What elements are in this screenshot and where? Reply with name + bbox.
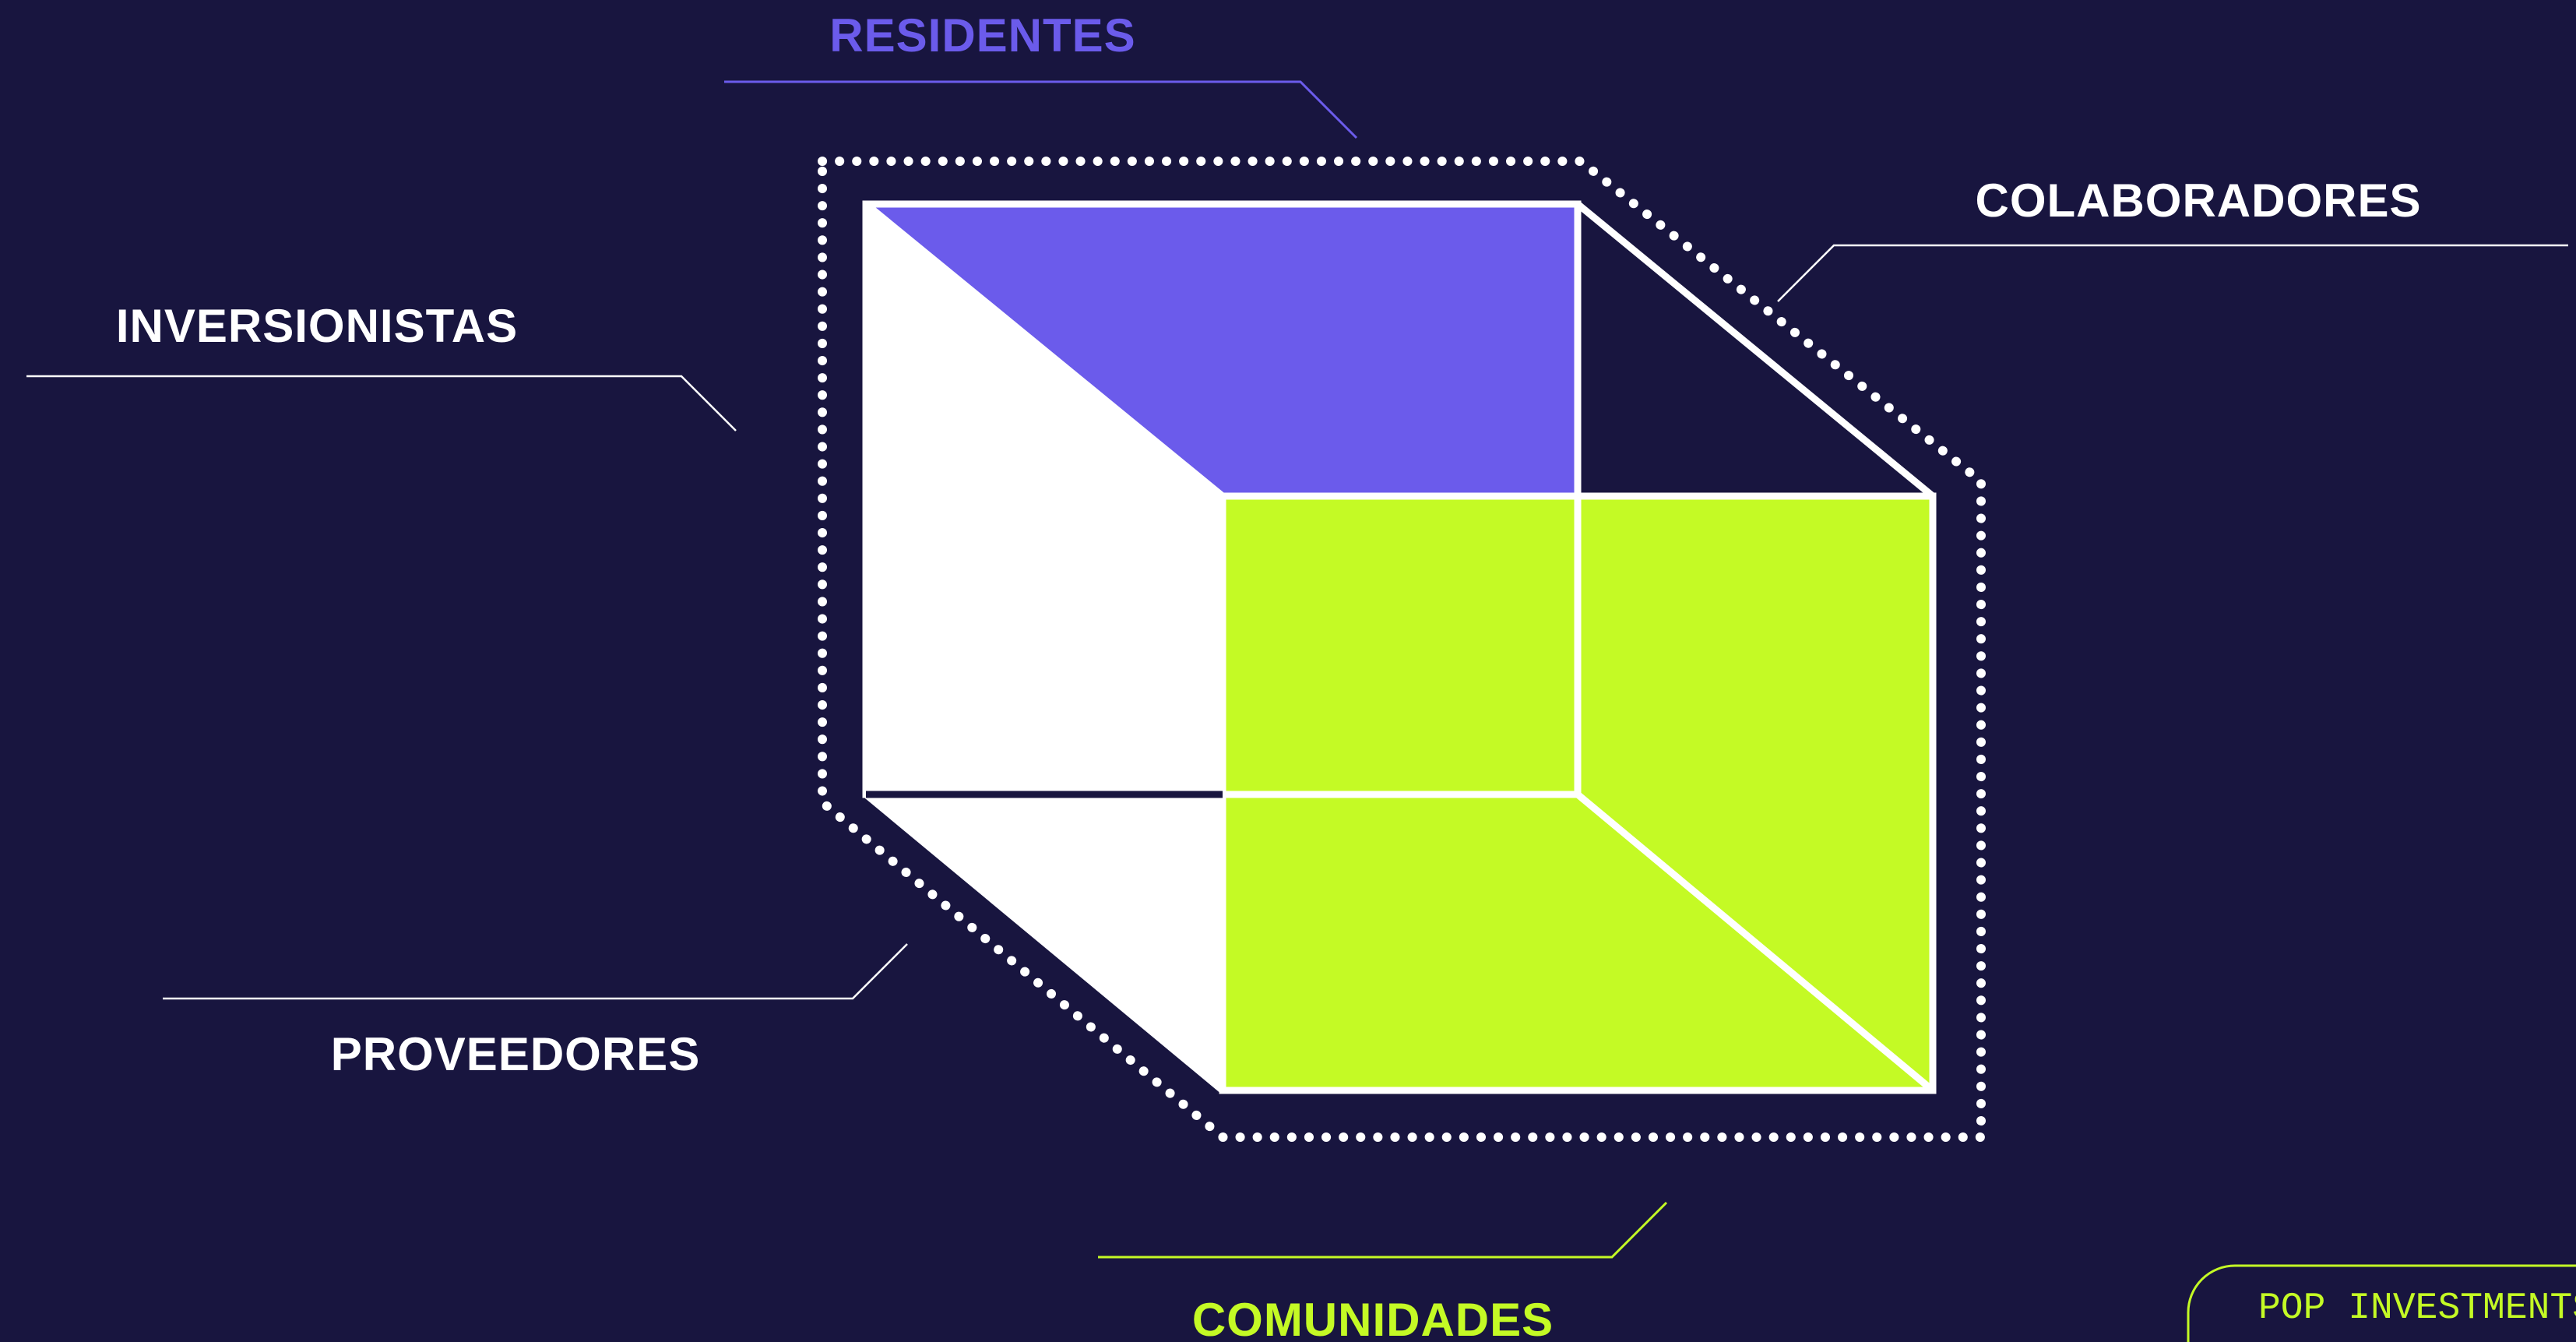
dotted-outline [818,157,1986,1142]
label-proveedores: PROVEEDORES [331,1028,700,1080]
comunidades-leader-line [1098,1201,1668,1259]
edge-bottom-right [1575,791,1935,1094]
top-face-purple [866,204,1578,496]
proveedores-leader-line [163,943,908,1000]
edge-top-left [864,201,1225,499]
label-residentes: RESIDENTES [829,9,1135,62]
pop-investments-badge-outline [2187,1264,2576,1342]
residentes-leader-line [724,80,1358,139]
edge-top-right [1575,201,1935,499]
cube-edges [862,200,1937,1094]
label-colaboradores: COLABORADORES [1975,174,2421,227]
label-inversionistas: INVERSIONISTAS [116,300,518,352]
label-comunidades: COMUNIDADES [1192,1294,1554,1342]
pop-investments-badge-text: POP INVESTMENTS [2258,1287,2576,1330]
colaboradores-leader-line [1777,244,2568,302]
edge-bottom-left [864,791,1225,1094]
inversionistas-leader-line [26,375,737,431]
